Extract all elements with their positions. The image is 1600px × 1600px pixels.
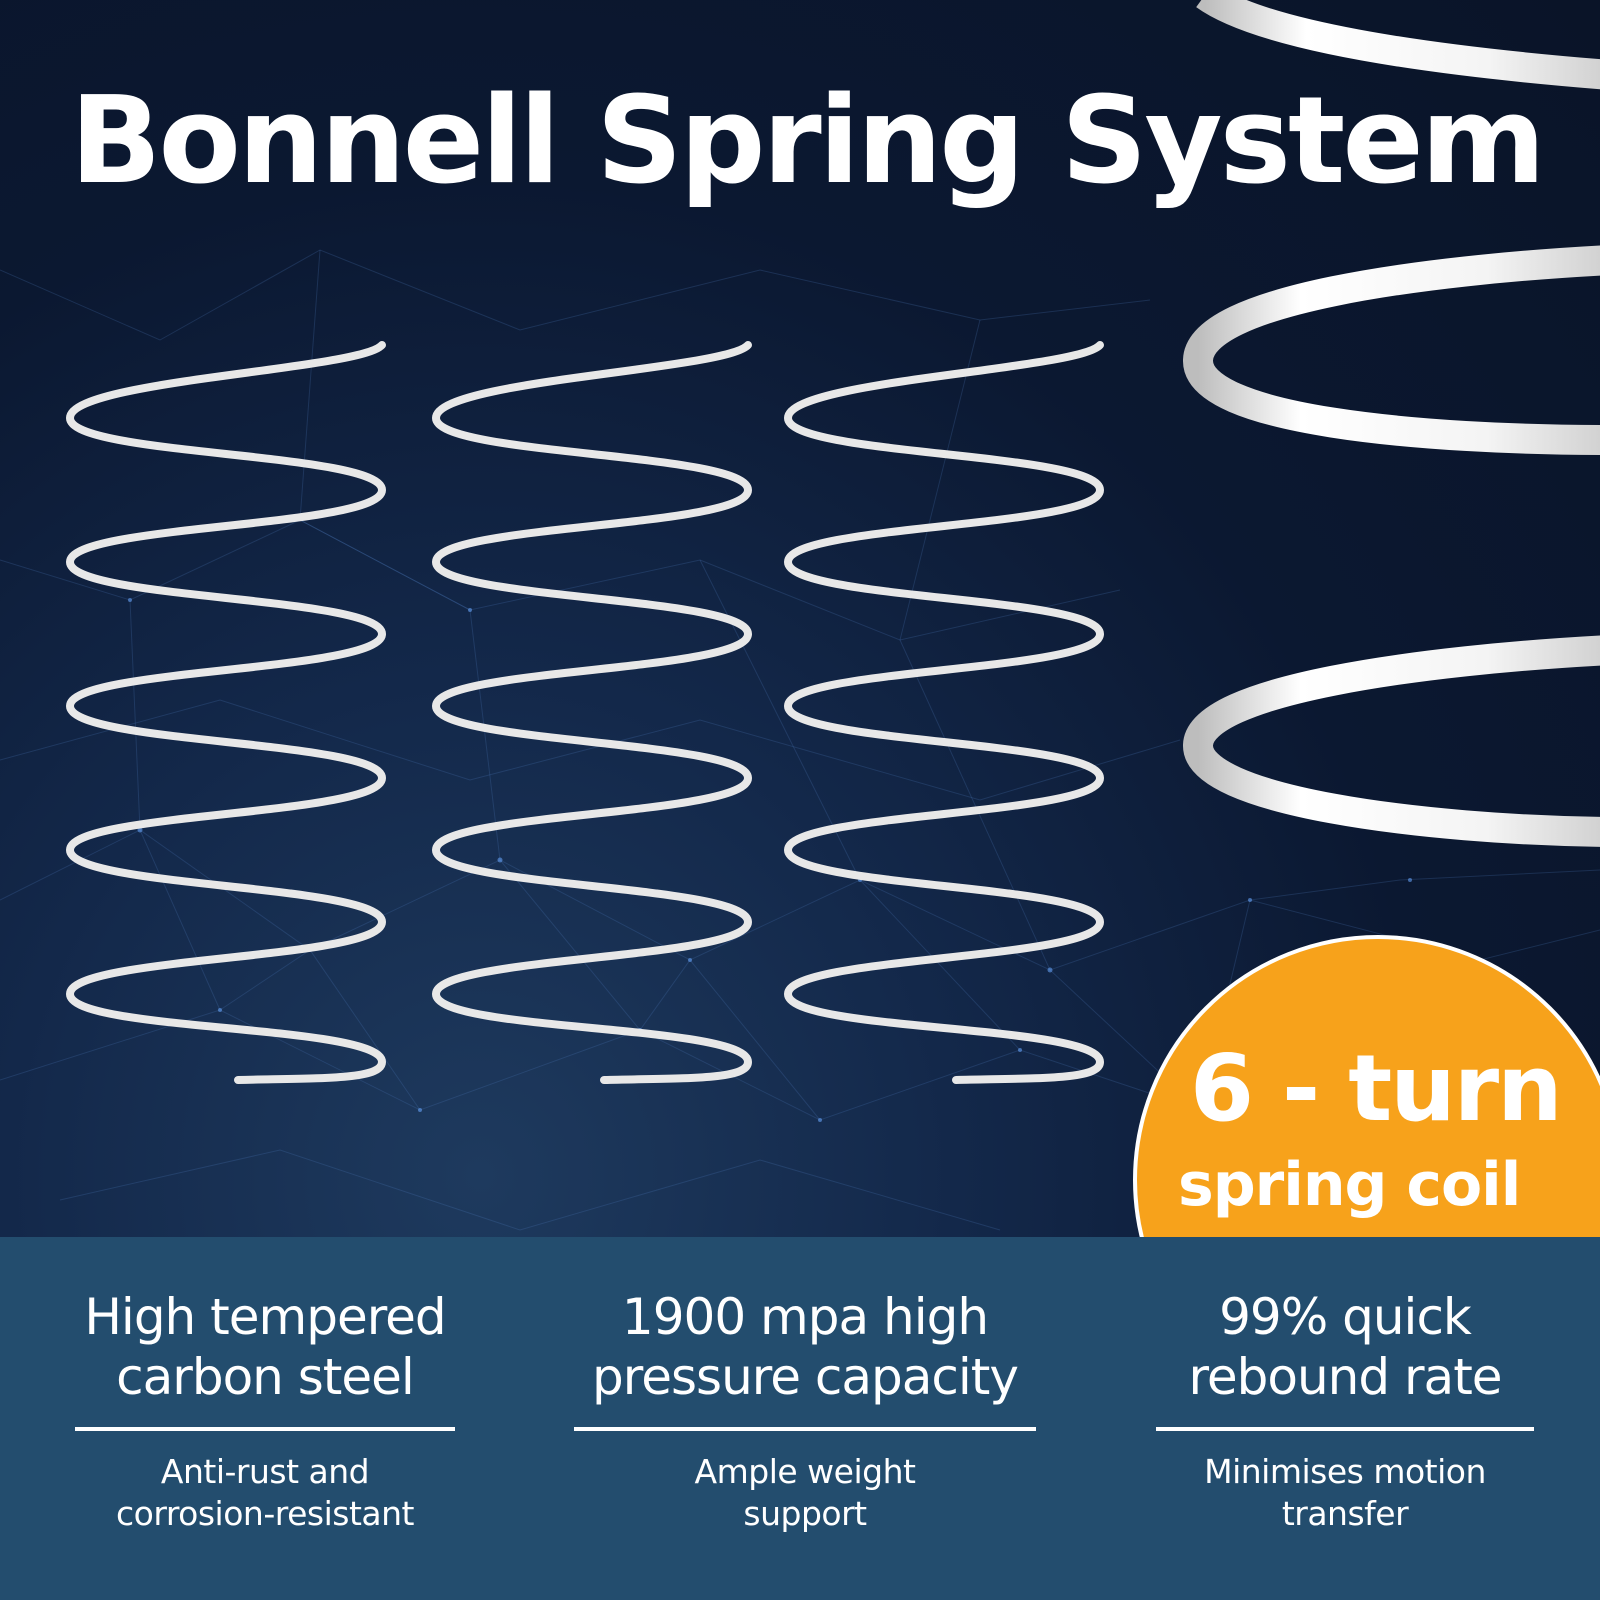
hero-section: Bonnell Spring System: [0, 0, 1600, 1237]
feature-subtext-line: Anti-rust and: [160, 1452, 370, 1491]
feature-heading-line: carbon steel: [116, 1348, 415, 1406]
feature-heading-line: rebound rate: [1188, 1348, 1502, 1406]
feature-subtext-line: support: [743, 1494, 867, 1533]
badge-caption: spring coil: [1178, 1150, 1521, 1220]
badge-turn-count: 6 - turn: [1190, 1035, 1563, 1142]
feature-heading-line: 1900 mpa high: [621, 1288, 989, 1346]
feature-divider: [1156, 1427, 1534, 1431]
feature-heading-line: High tempered: [84, 1288, 446, 1346]
feature-divider: [75, 1427, 455, 1431]
spring-coil-2: [431, 341, 753, 1084]
feature-subtext: Minimises motion transfer: [1130, 1451, 1560, 1535]
feature-heading: 1900 mpa high pressure capacity: [560, 1287, 1050, 1407]
spring-coil-1: [65, 341, 387, 1084]
network-background: [0, 249, 1600, 1231]
feature-rebound-rate: 99% quick rebound rate Minimises motion …: [1130, 1287, 1560, 1535]
feature-heading-line: pressure capacity: [592, 1348, 1019, 1406]
feature-carbon-steel: High tempered carbon steel Anti-rust and…: [60, 1287, 470, 1535]
headline: Bonnell Spring System: [70, 72, 1546, 211]
feature-subtext: Anti-rust and corrosion-resistant: [60, 1451, 470, 1535]
feature-subtext-line: corrosion-resistant: [116, 1494, 414, 1533]
feature-subtext-line: Ample weight: [694, 1452, 916, 1491]
spring-coils-illustration: [65, 0, 1600, 1084]
feature-subtext-line: transfer: [1281, 1494, 1409, 1533]
feature-divider: [574, 1427, 1036, 1431]
spring-coil-3: [783, 341, 1105, 1084]
spring-coil-closeup: [1183, 0, 1600, 847]
feature-pressure-capacity: 1900 mpa high pressure capacity Ample we…: [560, 1287, 1050, 1535]
feature-heading-line: 99% quick: [1219, 1288, 1472, 1346]
feature-heading: 99% quick rebound rate: [1130, 1287, 1560, 1407]
feature-heading: High tempered carbon steel: [60, 1287, 470, 1407]
feature-subtext: Ample weight support: [560, 1451, 1050, 1535]
feature-subtext-line: Minimises motion: [1204, 1452, 1486, 1491]
features-panel: High tempered carbon steel Anti-rust and…: [0, 1237, 1600, 1600]
